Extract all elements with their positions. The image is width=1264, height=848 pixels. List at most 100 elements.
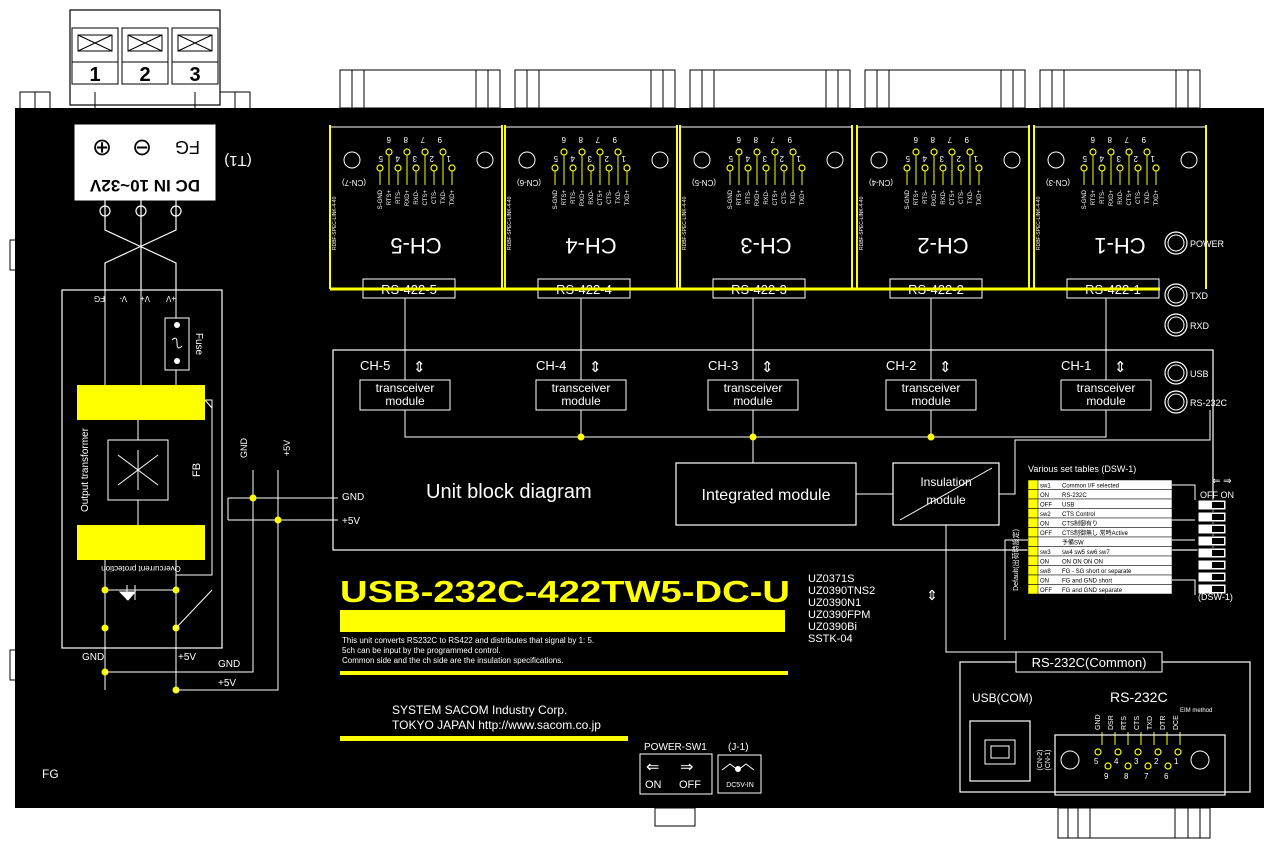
signal-label: RTS+ [562,190,568,206]
signal-label: RTS- [923,190,929,204]
dsw-row-key: OFF [1040,503,1052,509]
pin-number: 3 [1116,154,1121,163]
signal-label: RXD+ [405,190,411,207]
pin-number: 6 [561,135,566,144]
pin-number: 9 [787,135,792,144]
dsw-row-value: Common I/F selected [1062,484,1119,490]
signal-label: RXD+ [755,190,761,207]
dsw-row: 予備SW [1027,536,1173,547]
plus5v-vertical-label: +5V [282,440,292,456]
pin-number: 6 [1090,135,1095,144]
cn2-label: (CN-2) [1037,750,1044,771]
signal-label: S-GND [378,189,384,209]
pin-number: 1 [1150,154,1155,163]
channel-connector-label: CH-5 [390,233,441,258]
model-number: UZ0390FPM [808,609,870,621]
signal-label: S-GND [553,189,559,209]
signal-label: CTS+ [1127,190,1133,206]
switch-on-label: ON [645,779,662,791]
dsw-row-key: sw3 [1040,550,1051,556]
pin-number: 7 [420,135,425,144]
dsw-switch[interactable] [1197,499,1227,511]
pin-number: 2 [956,154,961,163]
dsw-switch[interactable] [1197,511,1227,523]
signal-label: CTS- [607,190,613,204]
pin-number: 9 [964,135,969,144]
transceiver-label: transceiver [552,381,611,395]
signal-label: RXD- [589,190,595,205]
dsw-switch[interactable] [1197,583,1227,595]
rs232c-signal: TXD [1147,716,1154,730]
led-usb: USB [1164,361,1209,385]
signal-label: RXD- [764,190,770,205]
dc-in-label: DC IN 10~32V [89,176,200,195]
transceiver-label: module [911,394,951,408]
led-label: RXD [1190,321,1210,331]
dsw-switch[interactable] [1197,547,1227,559]
pin-number: 7 [947,135,952,144]
description-line: 5ch can be input by the programmed contr… [342,646,501,655]
arrow-updown-icon: ⇕ [589,359,602,376]
signal-label: RXD+ [580,190,586,207]
insulation-label-1: Insulation [920,475,971,489]
description-line: Common side and the ch side are the insu… [342,656,563,665]
dsw-row: sw3 sw4 sw5 sw6 sw7 [1027,546,1173,557]
channel-block-label: CH-1 [1061,358,1091,373]
dsw-switch[interactable] [1197,571,1227,583]
rs232c-port[interactable] [1054,734,1226,796]
channel-block-label: CH-3 [708,358,738,373]
rs232c-pin-number: 1 [1174,757,1179,766]
signal-label: RTS+ [387,190,393,206]
dsw-row-key: sw2 [1040,512,1051,518]
cn-label: (CN-6) [517,178,541,187]
signal-label: TXD- [791,190,797,204]
dc5v-jack[interactable]: (J-1) DC5V-IN [717,742,762,794]
channel-connector-label: CH-4 [565,233,616,258]
signal-label: RTS+ [914,190,920,206]
pin-number: 4 [395,154,400,163]
dsw-switch[interactable] [1197,523,1227,535]
usb-port[interactable] [969,720,1031,782]
dsw-switch[interactable] [1197,559,1227,571]
pin-number: 6 [913,135,918,144]
dsw-row-key: ON [1040,579,1049,585]
dsw-row-value: sw4 sw5 sw6 sw7 [1062,550,1110,556]
pin-number: 6 [736,135,741,144]
signal-label: RTS- [1100,190,1106,204]
transceiver-label: module [561,394,601,408]
rs232c-signal: DTR [1160,716,1167,730]
plus5v-label-bus: +5V [218,678,236,689]
signal-label: CTS- [959,190,965,204]
dsw-row-key: OFF [1040,588,1052,594]
pin-number: 1 [446,154,451,163]
transceiver-label: module [385,394,425,408]
signal-label: RTS+ [737,190,743,206]
description-line: This unit converts RS232C to RS422 and d… [342,636,594,645]
dsw-row-value: 予備SW [1062,539,1084,547]
insulation-label-2: module [926,493,966,507]
switch-left-arrow: ⇐ [646,759,659,776]
dsw-switch[interactable] [1197,535,1227,547]
power-switch[interactable]: POWER-SW1 ⇐ ⇒ ON OFF [639,742,713,795]
signal-label: CTS- [432,190,438,204]
dsw-side-label: Default(出荷時設定) [1011,529,1020,591]
cn-label: (CN-3) [1046,178,1070,187]
plus5v-input-label: +5V [342,516,360,527]
dsw-row-key: sw1 [1040,484,1051,490]
dsw-row-value: ON ON ON ON [1062,560,1103,566]
dsw-settings-table: Various set tables (DSW-1)⇐ ⇒OFF ONDefau… [1004,464,1234,640]
terminal-2-label: 2 [139,64,150,86]
led-label: POWER [1190,239,1225,249]
signal-label: TXD+ [625,190,631,206]
overcurrent-label: Overcurrent protection [101,564,181,573]
terminal-1-label: 1 [89,64,100,86]
dsw-row-value: FG - SG short or separate [1062,569,1132,575]
